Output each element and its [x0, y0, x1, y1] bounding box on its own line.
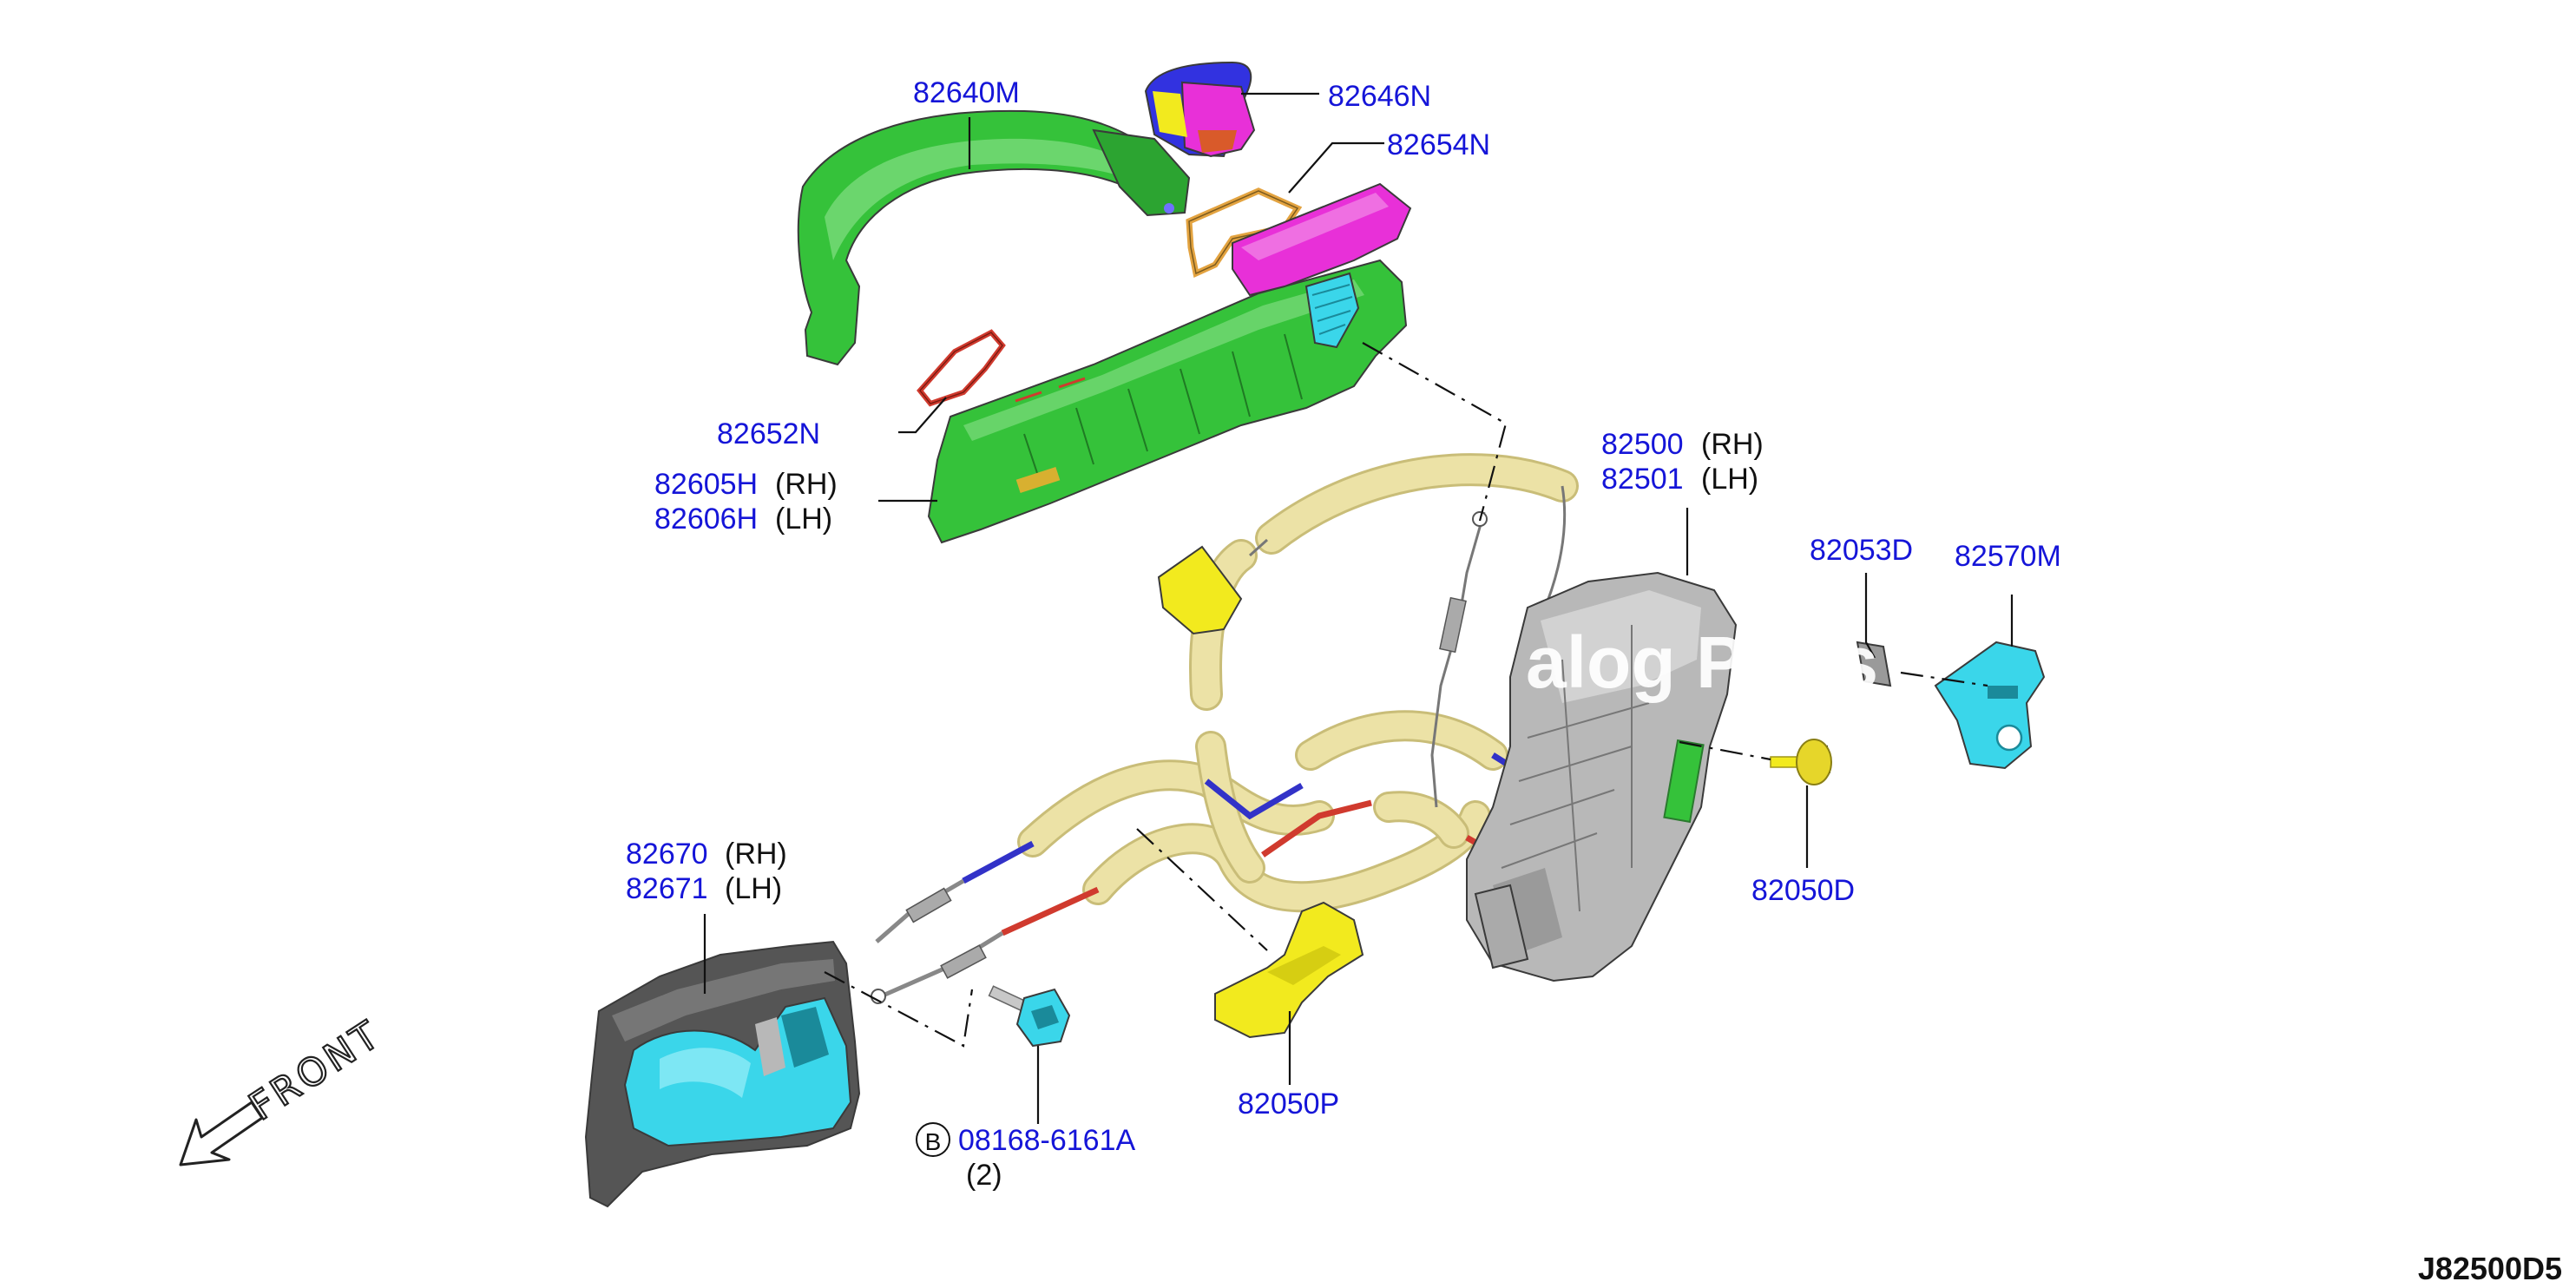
handle-bracket-part[interactable]	[927, 182, 1412, 544]
label-82606h[interactable]: 82606H	[654, 503, 758, 536]
outside-handle-part[interactable]	[797, 109, 1191, 366]
striker-part[interactable]	[1934, 641, 2046, 770]
label-rh-82605h: (RH)	[775, 468, 838, 501]
label-82501[interactable]: 82501	[1601, 463, 1684, 496]
clip-82050p-part[interactable]	[1214, 901, 1364, 1039]
label-82671[interactable]: 82671	[626, 872, 708, 905]
label-82050p[interactable]: 82050P	[1238, 1088, 1339, 1120]
leader-lines	[703, 92, 2014, 1124]
label-82654n[interactable]: 82654N	[1387, 128, 1490, 161]
label-08168-6161a[interactable]: 08168-6161A	[958, 1124, 1136, 1157]
label-82605h[interactable]: 82605H	[654, 468, 758, 501]
front-label: FRONT	[241, 1012, 390, 1130]
ref-letter-b: B	[925, 1128, 942, 1155]
cable-assembly	[871, 453, 1579, 1004]
front-direction-indicator: FRONT	[179, 1011, 391, 1166]
label-quantity: (2)	[966, 1159, 1002, 1192]
label-82570m[interactable]: 82570M	[1955, 540, 2061, 573]
screw-08168-part[interactable]	[988, 985, 1071, 1048]
ref-circle-b	[916, 1122, 950, 1157]
label-82646n[interactable]: 82646N	[1328, 80, 1431, 113]
striker-shim-part[interactable]	[1856, 641, 1892, 687]
label-rh-82670: (RH)	[725, 838, 787, 871]
label-lh-82501: (LH)	[1701, 463, 1758, 496]
label-lh-82671: (LH)	[725, 872, 782, 905]
label-82640m[interactable]: 82640M	[913, 76, 1020, 109]
label-82670[interactable]: 82670	[626, 838, 708, 871]
label-82652n[interactable]: 82652N	[717, 417, 820, 450]
rear-gasket-part[interactable]	[917, 329, 1006, 407]
label-82500[interactable]: 82500	[1601, 428, 1684, 461]
inside-handle-part[interactable]	[584, 940, 861, 1208]
watermark: alog Parts	[1526, 621, 1878, 703]
handle-cap-part[interactable]	[1144, 61, 1256, 158]
diagram-code: J82500D5	[2418, 1251, 2562, 1286]
label-lh-82606h: (LH)	[775, 503, 832, 536]
handle-gasket-part[interactable]	[1186, 187, 1303, 279]
label-82053d[interactable]: 82053D	[1810, 534, 1913, 567]
front-arrow-icon	[179, 1101, 264, 1166]
label-rh-82500: (RH)	[1701, 428, 1764, 461]
door-lock-actuator-part[interactable]	[1466, 571, 1738, 982]
part-labels: 82640M 82646N 82654N 82652N 82605H (RH) …	[626, 76, 2061, 1192]
bolt-82050d-part[interactable]	[1770, 739, 1832, 785]
label-82050d[interactable]: 82050D	[1751, 874, 1855, 907]
